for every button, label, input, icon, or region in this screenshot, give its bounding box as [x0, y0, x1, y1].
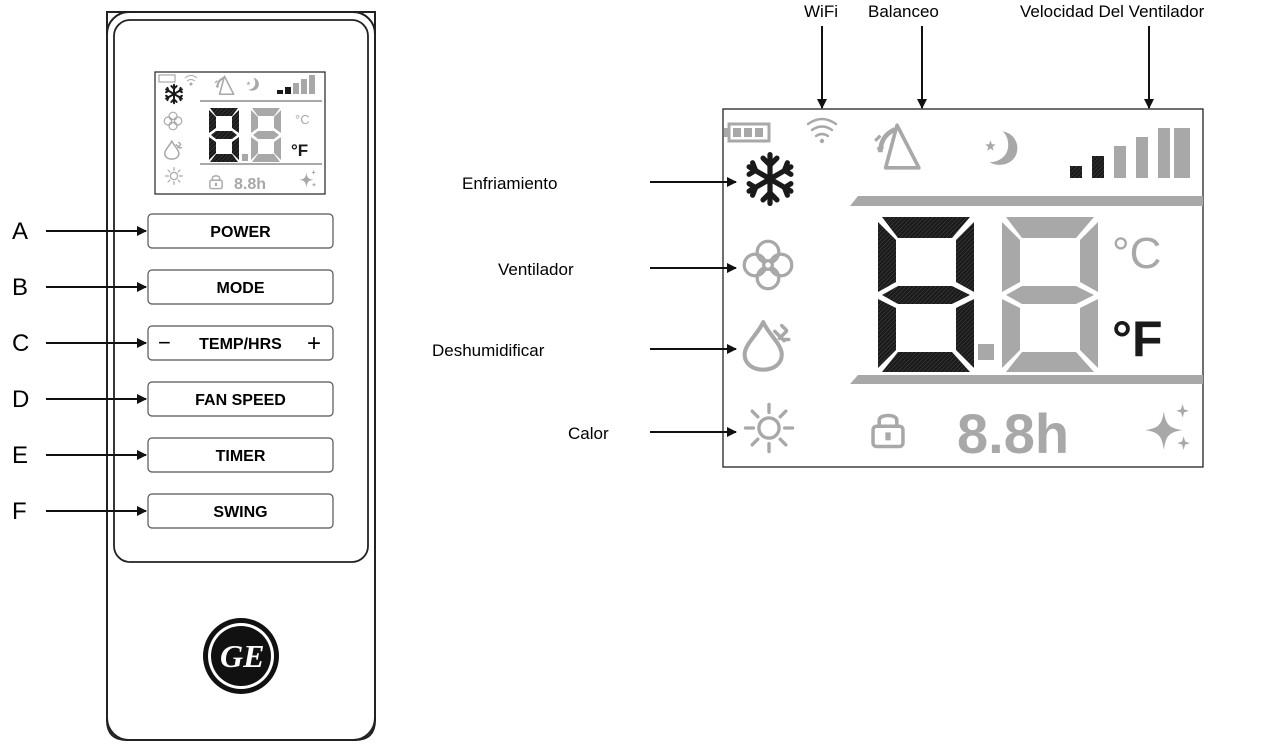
ge-logo-icon: GE [203, 618, 279, 694]
callout-letter-c: C [12, 330, 29, 357]
mini-digit-1 [209, 108, 239, 162]
power-button-label: POWER [210, 224, 271, 241]
battery-icon [724, 122, 771, 143]
callout-letter-e: E [12, 442, 28, 469]
unit-fahrenheit: °F [1112, 311, 1163, 367]
mini-digit-2 [251, 108, 281, 162]
label-wifi: WiFi [804, 2, 838, 21]
unit-celsius: °C [1112, 229, 1161, 278]
lcd-decimal-point [978, 344, 994, 360]
power-button[interactable] [147, 213, 334, 249]
temp-hrs-button-label: TEMP/HRS [199, 336, 282, 353]
timer-button[interactable] [147, 437, 334, 473]
callout-letter-b: B [12, 274, 28, 301]
temp-hrs-button[interactable] [147, 325, 334, 361]
label-cool: Enfriamiento [462, 174, 557, 193]
temp-minus-button[interactable]: − [158, 330, 171, 355]
callout-letter-d: D [12, 386, 29, 413]
fan-speed-button[interactable] [147, 381, 334, 417]
remote-control: °C °F 8.8h A POWER B MODE C TEMP/HRS − + D FAN SP… [12, 11, 376, 741]
mini-wifi-icon [184, 75, 198, 86]
fan-speed-icon [1070, 128, 1190, 178]
mini-unit-f: °F [291, 141, 308, 160]
label-dehumidify: Deshumidificar [432, 341, 545, 360]
temp-plus-button[interactable]: + [307, 330, 321, 357]
label-fan: Ventilador [498, 260, 574, 279]
label-fan-speed: Velocidad Del Ventilador [1020, 2, 1205, 21]
mini-fan-speed-icon [277, 75, 315, 94]
mode-button[interactable] [147, 269, 334, 305]
swing-button[interactable] [147, 493, 334, 529]
callouts: WiFi Balanceo Velocidad Del Ventilador E… [432, 2, 1205, 443]
lcd-separator-top [850, 196, 1203, 206]
lcd-digit-2 [1002, 217, 1098, 372]
mini-battery-icon [158, 74, 176, 83]
callout-letter-a: A [12, 218, 28, 245]
timer-display: 8.8h [957, 402, 1069, 465]
mode-button-label: MODE [217, 280, 265, 297]
fan-speed-button-label: FAN SPEED [195, 392, 286, 409]
lcd-digit-1 [878, 217, 974, 372]
timer-button-label: TIMER [216, 448, 266, 465]
lcd-display: °C °F 8.8h [722, 108, 1204, 468]
wifi-icon [806, 117, 838, 144]
remote-lcd: °C °F 8.8h [154, 71, 326, 195]
callout-letter-f: F [12, 498, 27, 525]
label-swing: Balanceo [868, 2, 939, 21]
swing-button-label: SWING [213, 504, 267, 521]
mini-timer-display: 8.8h [234, 176, 266, 193]
ge-logo-text: GE [220, 638, 264, 674]
mini-unit-c: °C [295, 112, 310, 127]
lcd-separator-bottom [850, 375, 1203, 384]
label-heat: Calor [568, 424, 609, 443]
remote-buttons: A POWER B MODE C TEMP/HRS − + D FAN SPEED E TIMER F S… [12, 213, 334, 529]
